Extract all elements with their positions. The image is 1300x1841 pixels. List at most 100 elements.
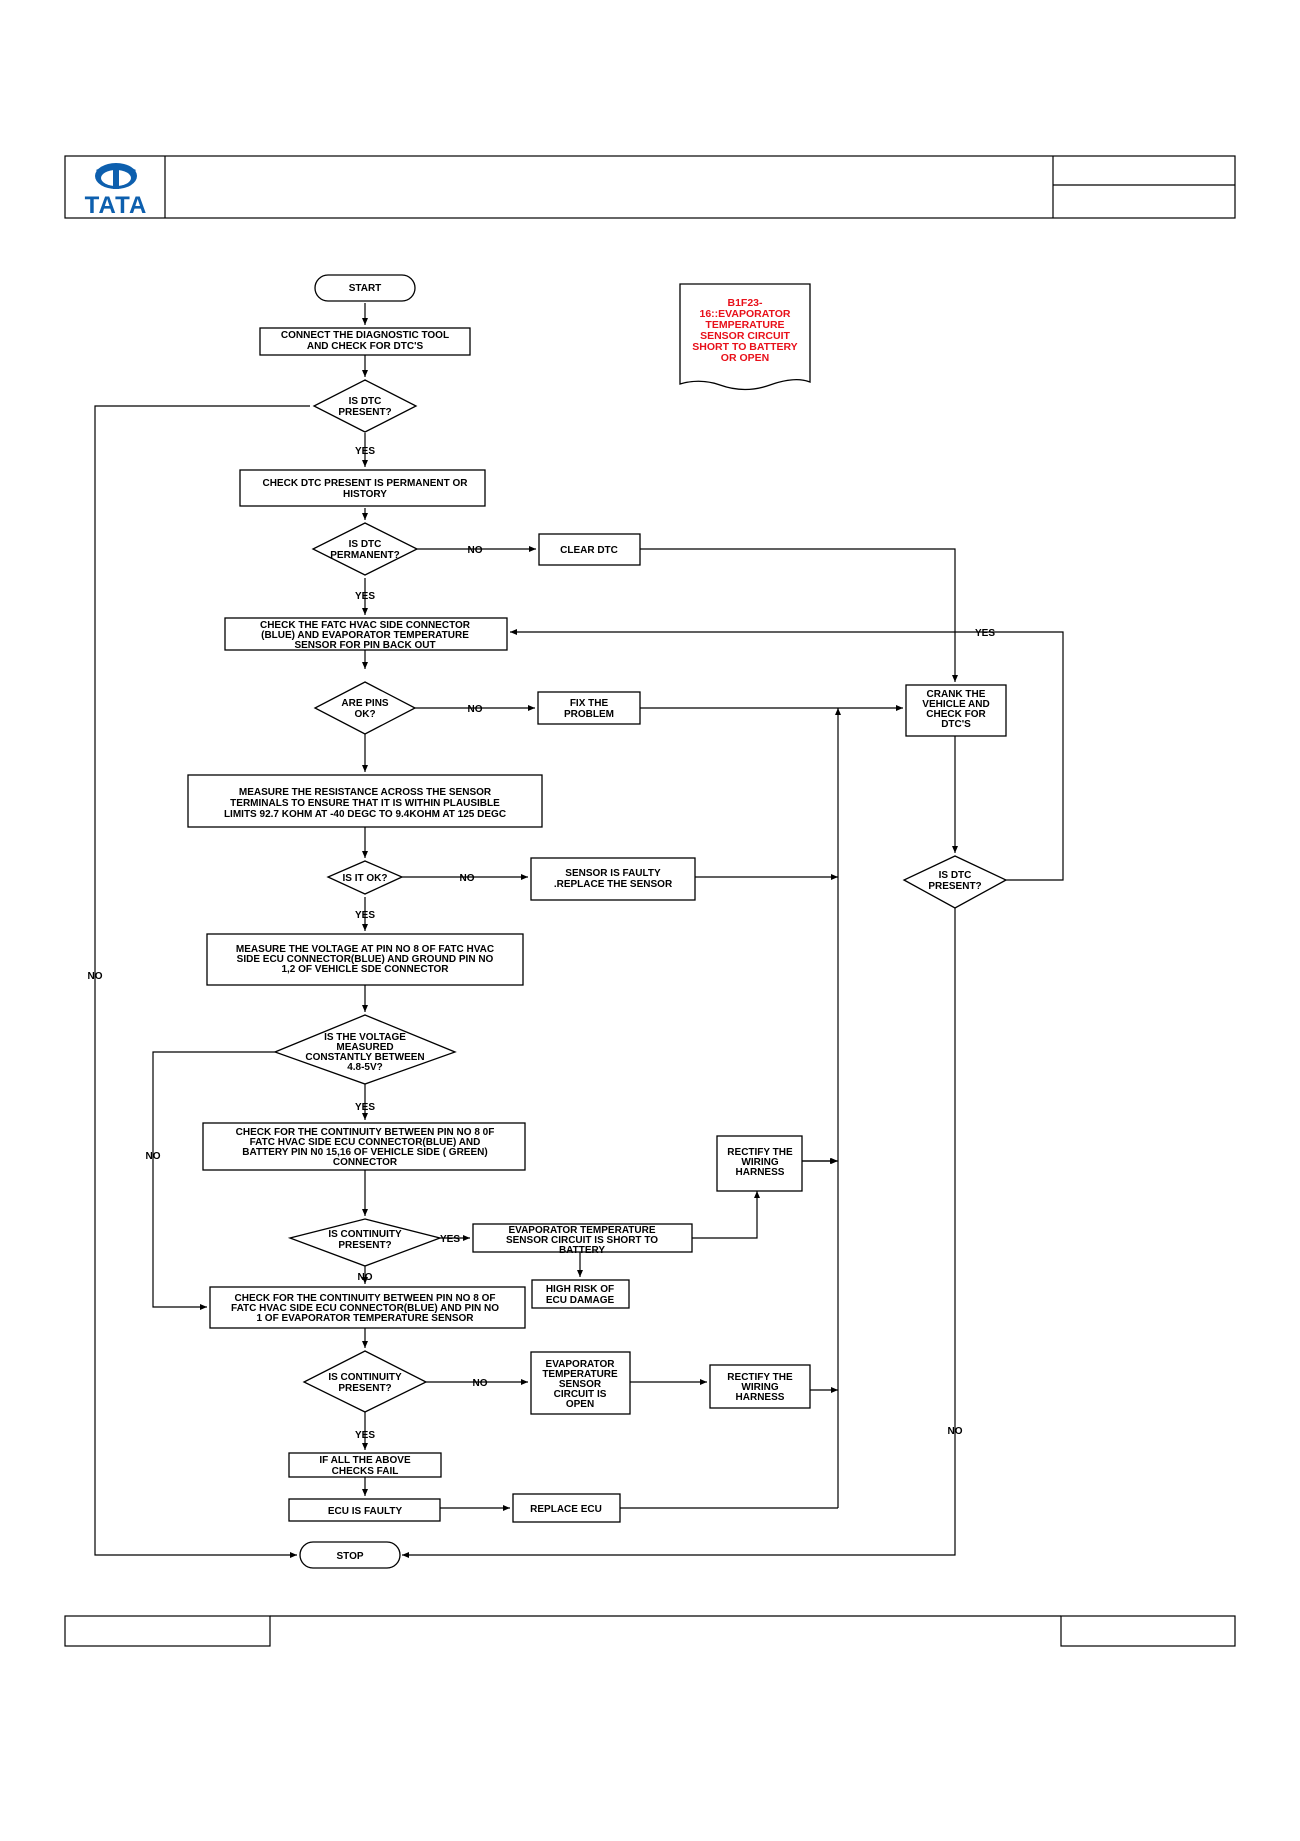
node-fix-problem: FIX THE PROBLEM — [537, 691, 641, 725]
node-check-continuity-battery: CHECK FOR THE CONTINUITY BETWEEN PIN NO … — [202, 1122, 526, 1171]
node-connect-tool: CONNECT THE DIAGNOSTIC TOOL AND CHECK FO… — [259, 327, 471, 356]
edge-label-yes: YES — [975, 628, 995, 639]
svg-text:START: START — [349, 283, 382, 294]
svg-text:REPLACE ECU: REPLACE ECU — [530, 1504, 602, 1515]
edge-label-no: NO — [146, 1151, 161, 1162]
svg-text:PERMANENT?: PERMANENT? — [330, 550, 399, 561]
node-short-to-battery: EVAPORATOR TEMPERATURE SENSOR CIRCUIT IS… — [472, 1223, 693, 1256]
decision-dtc-present-2: IS DTC PRESENT? — [902, 855, 1008, 909]
node-check-connector: CHECK THE FATC HVAC SIDE CONNECTOR (BLUE… — [224, 617, 508, 651]
svg-text:HISTORY: HISTORY — [343, 489, 387, 500]
svg-text:.REPLACE THE SENSOR: .REPLACE THE SENSOR — [554, 879, 673, 890]
edge-label-no: NO — [948, 1426, 963, 1437]
svg-text:CHECK FOR: CHECK FOR — [926, 709, 986, 720]
svg-text:IS DTC: IS DTC — [939, 870, 972, 881]
node-replace-ecu: REPLACE ECU — [512, 1493, 621, 1523]
svg-text:CHECKS FAIL: CHECKS FAIL — [332, 1466, 399, 1477]
decision-dtc-permanent: IS DTC PERMANENT? — [311, 522, 419, 576]
node-measure-voltage: MEASURE THE VOLTAGE AT PIN NO 8 OF FATC … — [206, 933, 524, 986]
node-open-circuit: EVAPORATOR TEMPERATURE SENSOR CIRCUIT IS… — [530, 1351, 631, 1415]
edge-label-no: NO — [460, 873, 475, 884]
node-crank-vehicle: CRANK THE VEHICLE AND CHECK FOR DTC'S — [905, 684, 1007, 737]
svg-text:PRESENT?: PRESENT? — [338, 1240, 391, 1251]
note-line: 16::EVAPORATOR — [699, 308, 790, 320]
svg-text:IS CONTINUITY: IS CONTINUITY — [328, 1372, 402, 1383]
svg-text:CONNECTOR: CONNECTOR — [333, 1157, 398, 1168]
note-line: OR OPEN — [721, 352, 769, 364]
svg-text:CONNECT THE DIAGNOSTIC TOOL: CONNECT THE DIAGNOSTIC TOOL — [281, 330, 449, 341]
svg-text:BATTERY: BATTERY — [559, 1245, 605, 1256]
note-line: TEMPERATURE — [705, 319, 784, 331]
decision-is-ok: IS IT OK? — [326, 860, 404, 895]
node-start: START — [314, 274, 416, 302]
decision-continuity-1: IS CONTINUITY PRESENT? — [287, 1218, 443, 1267]
note-line: SENSOR CIRCUIT — [700, 330, 790, 342]
node-measure-resistance: MEASURE THE RESISTANCE ACROSS THE SENSOR… — [187, 774, 543, 828]
svg-text:EVAPORATOR TEMPERATURE: EVAPORATOR TEMPERATURE — [508, 1225, 655, 1236]
svg-text:FIX THE: FIX THE — [570, 698, 609, 709]
svg-text:IS DTC: IS DTC — [349, 396, 382, 407]
svg-text:IS THE VOLTAGE: IS THE VOLTAGE — [324, 1032, 406, 1043]
node-check-continuity-sensor: CHECK FOR THE CONTINUITY BETWEEN PIN NO … — [209, 1286, 526, 1329]
node-stop: STOP — [299, 1541, 401, 1569]
svg-text:LIMITS 92.7 KOHM AT -40 DEGC T: LIMITS 92.7 KOHM AT -40 DEGC TO 9.4KOHM … — [224, 809, 506, 820]
edge-label-yes: YES — [355, 591, 375, 602]
node-clear-dtc: CLEAR DTC — [538, 533, 641, 566]
svg-text:ECU DAMAGE: ECU DAMAGE — [546, 1295, 615, 1306]
svg-text:RECTIFY THE: RECTIFY THE — [727, 1372, 793, 1383]
svg-text:IF ALL THE ABOVE: IF ALL THE ABOVE — [319, 1455, 411, 1466]
svg-text:CIRCUIT IS: CIRCUIT IS — [554, 1389, 607, 1400]
header-frame — [64, 155, 1236, 219]
svg-text:TERMINALS TO ENSURE THAT IT IS: TERMINALS TO ENSURE THAT IT IS WITHIN PL… — [230, 798, 500, 809]
svg-text:IS DTC: IS DTC — [349, 539, 382, 550]
decision-pins-ok: ARE PINS OK? — [313, 681, 417, 735]
svg-text:IS IT OK?: IS IT OK? — [343, 873, 388, 884]
svg-text:AND CHECK FOR DTC'S: AND CHECK FOR DTC'S — [307, 341, 424, 352]
note-line: B1F23- — [727, 297, 763, 309]
svg-text:SENSOR FOR PIN BACK OUT: SENSOR FOR PIN BACK OUT — [294, 640, 435, 651]
edge-label-no: NO — [88, 971, 103, 982]
edge-label-yes: YES — [355, 1102, 375, 1113]
svg-text:MEASURED: MEASURED — [336, 1042, 393, 1053]
edge-label-no: NO — [468, 704, 483, 715]
svg-text:(BLUE) AND EVAPORATOR TEMPERAT: (BLUE) AND EVAPORATOR TEMPERATURE — [261, 630, 469, 641]
note-line: SHORT TO BATTERY — [692, 341, 797, 353]
svg-text:SENSOR IS FAULTY: SENSOR IS FAULTY — [565, 868, 661, 879]
edge-label-yes: YES — [355, 1430, 375, 1441]
svg-text:HIGH RISK OF: HIGH RISK OF — [546, 1284, 614, 1295]
edge-label-yes: YES — [355, 446, 375, 457]
node-high-risk: HIGH RISK OF ECU DAMAGE — [531, 1279, 630, 1309]
node-check-permanent: CHECK DTC PRESENT IS PERMANENT OR HISTOR… — [239, 469, 486, 507]
edge-labels: YES NO YES YES NO NO YES NO NO YES YES N… — [88, 446, 996, 1441]
decision-dtc-present: IS DTC PRESENT? — [312, 379, 418, 433]
edge-label-yes: YES — [355, 910, 375, 921]
svg-text:CHECK FOR THE CONTINUITY BETWE: CHECK FOR THE CONTINUITY BETWEEN PIN NO … — [235, 1293, 496, 1304]
node-all-checks-fail: IF ALL THE ABOVE CHECKS FAIL — [288, 1452, 442, 1478]
svg-text:PRESENT?: PRESENT? — [338, 1383, 391, 1394]
svg-text:PRESENT?: PRESENT? — [338, 407, 391, 418]
svg-text:WIRING: WIRING — [741, 1382, 778, 1393]
svg-text:HARNESS: HARNESS — [736, 1392, 785, 1403]
svg-text:PROBLEM: PROBLEM — [564, 709, 614, 720]
edge-label-no: NO — [358, 1272, 373, 1283]
svg-text:WIRING: WIRING — [741, 1157, 778, 1168]
tata-logo-icon — [95, 163, 137, 189]
svg-text:FATC HVAC SIDE ECU CONNECTOR(B: FATC HVAC SIDE ECU CONNECTOR(BLUE) AND P… — [231, 1303, 499, 1314]
svg-text:SENSOR: SENSOR — [559, 1379, 602, 1390]
svg-text:IS CONTINUITY: IS CONTINUITY — [328, 1229, 402, 1240]
svg-text:CRANK THE: CRANK THE — [927, 689, 986, 700]
svg-text:CLEAR DTC: CLEAR DTC — [560, 545, 618, 556]
svg-text:TEMPERATURE: TEMPERATURE — [542, 1369, 618, 1380]
svg-text:BATTERY PIN N0 15,16 OF VEHICL: BATTERY PIN N0 15,16 OF VEHICLE SIDE ( G… — [242, 1147, 487, 1158]
connectors — [94, 303, 1064, 1558]
edge-label-yes: YES — [440, 1234, 460, 1245]
tata-logo: TATA — [85, 163, 146, 219]
svg-text:CONSTANTLY BETWEEN: CONSTANTLY BETWEEN — [305, 1052, 424, 1063]
svg-text:ECU IS FAULTY: ECU IS FAULTY — [328, 1506, 403, 1517]
svg-text:MEASURE THE RESISTANCE ACROSS: MEASURE THE RESISTANCE ACROSS THE SENSOR — [239, 787, 492, 798]
edge-label-no: NO — [468, 545, 483, 556]
svg-text:SIDE ECU CONNECTOR(BLUE) AND G: SIDE ECU CONNECTOR(BLUE) AND GROUND PIN … — [237, 954, 494, 965]
node-sensor-faulty: SENSOR IS FAULTY .REPLACE THE SENSOR — [530, 857, 696, 901]
svg-text:4.8-5V?: 4.8-5V? — [347, 1062, 383, 1073]
